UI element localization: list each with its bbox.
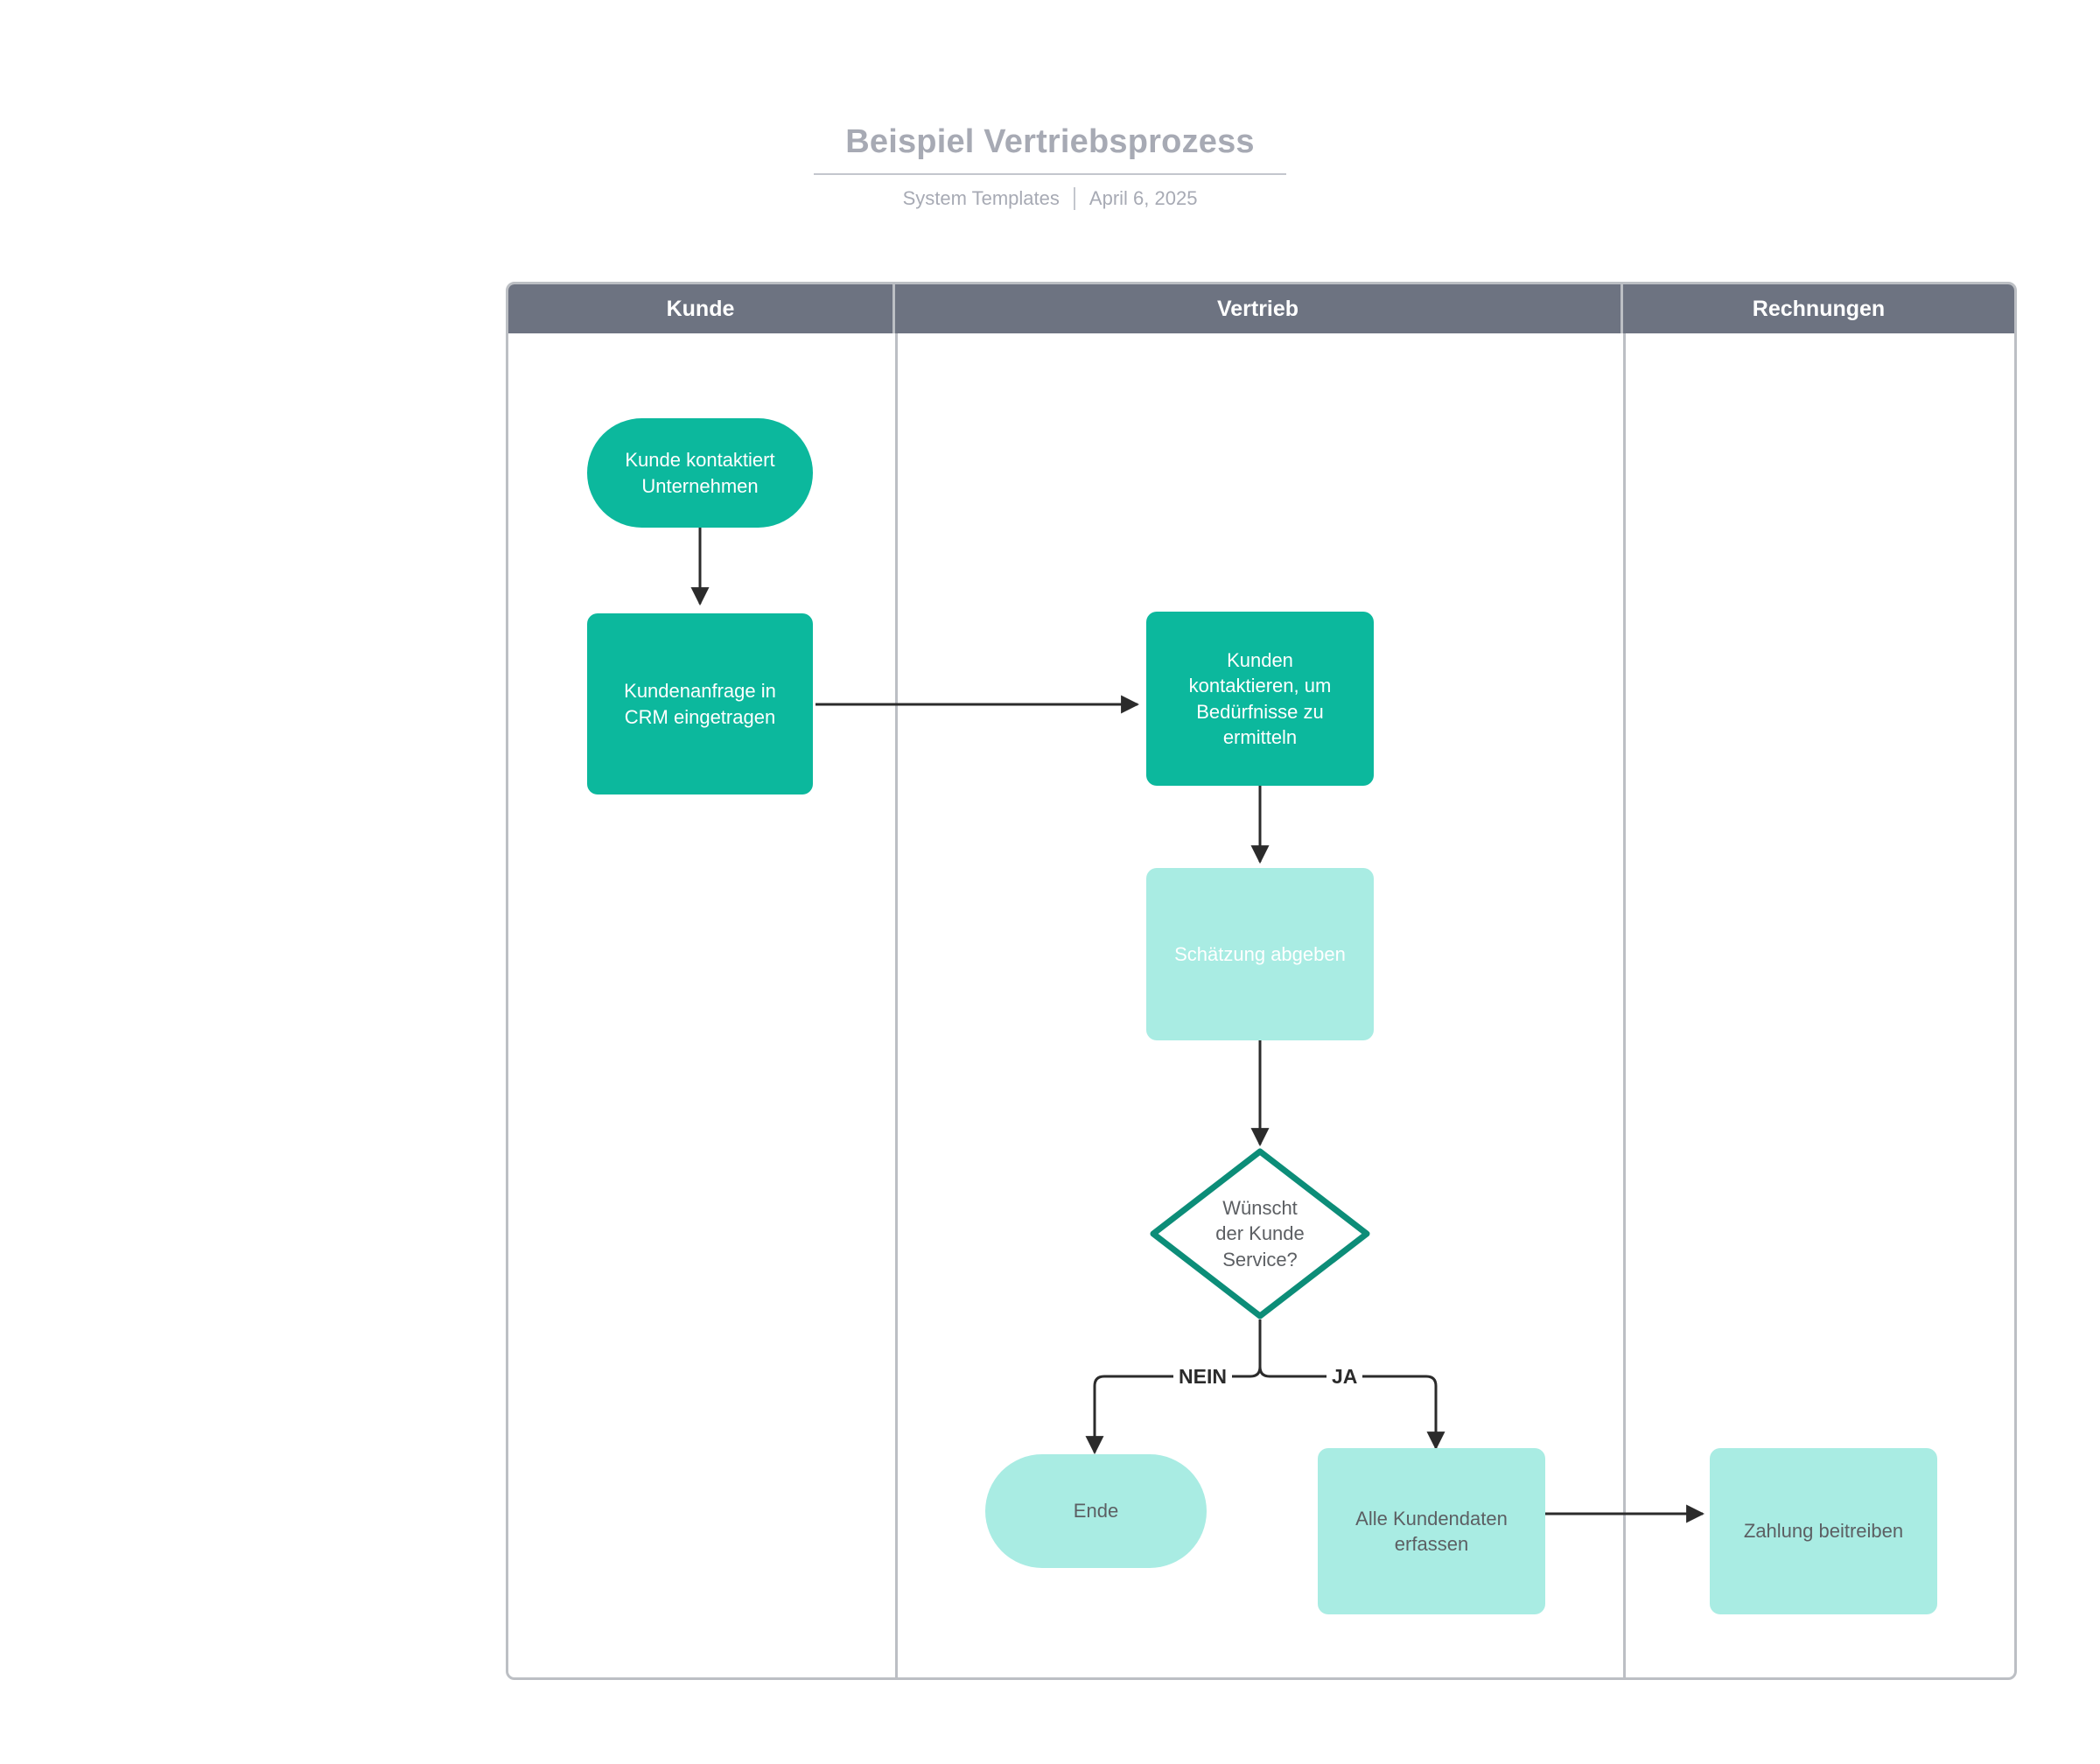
node-ende[interactable]: Ende: [985, 1454, 1207, 1568]
subtitle-source: System Templates: [902, 186, 1060, 209]
subtitle-date: April 6, 2025: [1088, 186, 1198, 209]
lane-divider-2: [1623, 333, 1626, 1677]
node-label: Schätzung abgeben: [1174, 942, 1346, 965]
title-block: Beispiel Vertriebsprozess System Templat…: [0, 122, 2100, 210]
subtitle-separator: [1073, 186, 1075, 210]
node-label: Ende: [1073, 1500, 1119, 1522]
lane-header-vertrieb[interactable]: Vertrieb: [895, 284, 1623, 333]
node-kundenanfrage-crm[interactable]: Kundenanfrage in CRM eingetragen: [587, 613, 813, 794]
node-kunden-kontaktieren-beduerfnisse[interactable]: Kunden kontaktieren, um Bedürfnisse zu e…: [1146, 612, 1374, 786]
node-label: Kundenanfrage in CRM eingetragen: [624, 680, 776, 728]
edge-label-ja: JA: [1326, 1367, 1363, 1387]
lane-header-row: Kunde Vertrieb Rechnungen: [508, 284, 2014, 333]
node-label: Alle Kundendaten erfassen: [1355, 1507, 1508, 1555]
lane-header-kunde[interactable]: Kunde: [508, 284, 895, 333]
page-title: Beispiel Vertriebsprozess: [814, 122, 1286, 175]
node-decision-wuenscht-kunde-service[interactable]: Wünscht der Kunde Service?: [1148, 1146, 1372, 1321]
node-schaetzung-abgeben[interactable]: Schätzung abgeben: [1146, 868, 1374, 1040]
node-kunde-kontaktiert-unternehmen[interactable]: Kunde kontaktiert Unternehmen: [587, 418, 813, 528]
node-label: Kunden kontaktieren, um Bedürfnisse zu e…: [1188, 649, 1332, 748]
node-label: Zahlung beitreiben: [1743, 1520, 1904, 1543]
lane-divider-1: [895, 333, 898, 1677]
lane-header-rechnungen[interactable]: Rechnungen: [1623, 284, 2014, 333]
subtitle-row: System Templates April 6, 2025: [0, 186, 2100, 210]
edge-label-nein: NEIN: [1173, 1367, 1232, 1387]
node-alle-kundendaten-erfassen[interactable]: Alle Kundendaten erfassen: [1318, 1448, 1545, 1614]
lane-header-vertrieb-label: Vertrieb: [1216, 296, 1299, 321]
lane-header-rechnungen-label: Rechnungen: [1752, 296, 1886, 321]
diamond-shape: [1150, 1148, 1370, 1320]
node-zahlung-beitreiben[interactable]: Zahlung beitreiben: [1710, 1448, 1937, 1614]
node-label: Kunde kontaktiert Unternehmen: [625, 449, 775, 497]
lane-header-kunde-label: Kunde: [666, 296, 735, 321]
